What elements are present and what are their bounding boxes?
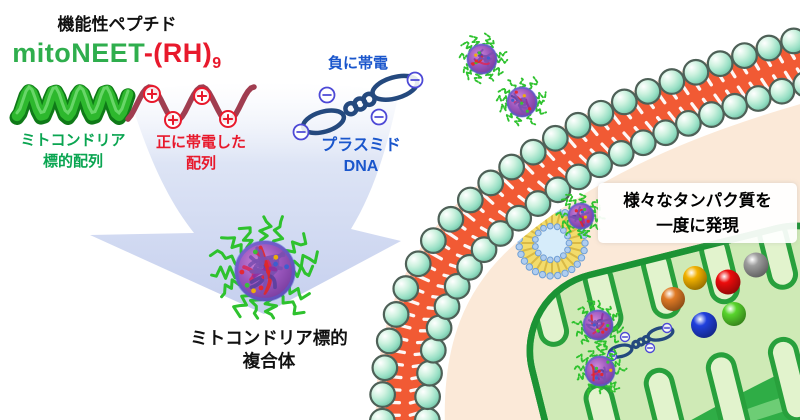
plus-charge-icon (193, 87, 211, 105)
mito-targeting-complex-icon (458, 32, 509, 85)
mito-targeting-complex-label: ミトコンドリア標的 複合体 (166, 327, 372, 373)
peptide-helix-icon (9, 84, 136, 126)
merge-arrow-icon (90, 83, 401, 314)
lipid-head-icon (382, 301, 410, 328)
lipid-head-icon (437, 205, 465, 233)
lipid-head-icon (629, 129, 657, 157)
lipid-head-icon (731, 42, 758, 70)
plasmid-dna-icon (607, 325, 675, 359)
lipid-head-icon (755, 34, 783, 62)
lipid-head-icon (416, 359, 443, 387)
minus-charge-icon (318, 86, 336, 104)
minus-charge-icon (644, 342, 656, 354)
functional-peptide-heading: 機能性ペプチド (57, 15, 177, 34)
peptide-name-subscript: 9 (212, 55, 222, 72)
lipid-head-icon (744, 85, 772, 112)
lipid-head-icon (369, 381, 397, 408)
lipid-head-icon (634, 77, 662, 105)
protein-sphere-icon (715, 269, 741, 295)
minus-charge-icon (406, 71, 424, 89)
mito-targeting-complex-icon (570, 299, 625, 353)
peptide-name-rh: -(RH) (143, 38, 213, 68)
lipid-head-icon (607, 139, 635, 167)
lipid-head-icon (768, 77, 796, 105)
plus-charge-icon (143, 85, 161, 103)
lipid-head-icon (674, 109, 702, 137)
peptide-name-mitoneet: mitoNEET (12, 38, 144, 68)
mito-targeting-complex-icon (495, 76, 548, 128)
lipid-head-icon (456, 253, 483, 281)
protein-sphere-icon (661, 287, 685, 311)
expr-line2: 一度に発現 (656, 217, 739, 235)
plus-charge-icon (164, 111, 182, 129)
complex-line1: ミトコンドリア標的 (190, 328, 348, 348)
lipid-head-icon (652, 119, 680, 147)
lipid-head-icon (419, 336, 447, 364)
positively-charged-sequence-label: 正に帯電した 配列 (133, 132, 269, 174)
negatively-charged-label: 負に帯電 (327, 55, 388, 72)
minus-charge-icon (619, 331, 631, 343)
protein-sphere-icon (683, 266, 707, 290)
lipid-head-icon (392, 275, 420, 302)
mito-targeting-complex-icon (208, 215, 319, 320)
lipid-head-icon (541, 124, 569, 152)
lipid-head-icon (610, 88, 638, 116)
lipid-head-icon (371, 354, 399, 382)
lipid-head-icon (586, 151, 613, 179)
protein-expression-callout: 様々なタンパク質を 一度に発現 (598, 183, 797, 243)
lipid-head-icon (706, 50, 734, 78)
lipid-head-icon (505, 204, 533, 232)
plasmid-line2: DNA (343, 158, 379, 175)
lipid-head-icon (498, 153, 526, 181)
lipid-head-icon (564, 111, 592, 139)
lipid-head-icon (519, 138, 547, 166)
lipid-head-icon (419, 227, 447, 255)
peptide-name-label: mitoNEET-(RH)9 (8, 38, 226, 72)
lipid-head-icon (470, 236, 498, 264)
lipid-head-icon (721, 92, 749, 120)
charged-line2: 配列 (185, 155, 216, 172)
lipid-head-icon (698, 101, 725, 128)
mito-targeting-complex-icon (573, 342, 628, 397)
charged-line1: 正に帯電した (155, 134, 246, 151)
lipid-head-icon (544, 176, 572, 204)
plasmid-line1: プラスミド (321, 137, 401, 154)
mts-line2: 標的配列 (42, 153, 103, 170)
lipid-head-icon (486, 220, 514, 247)
cell-membrane (364, 21, 800, 420)
lipid-head-icon (780, 27, 800, 55)
lipid-head-icon (565, 163, 592, 191)
lipid-head-icon (792, 72, 800, 97)
complex-line2: 複合体 (242, 351, 296, 371)
protein-sphere-icon (722, 302, 746, 326)
mito-targeting-complex-icon (554, 193, 608, 239)
protein-sphere-icon (691, 312, 717, 338)
plasmid-dna-label: プラスミド DNA (299, 135, 423, 177)
lipid-head-icon (375, 327, 403, 355)
lipid-head-icon (456, 186, 484, 214)
mts-line1: ミトコンドリア (20, 132, 126, 149)
protein-sphere-icon (743, 252, 769, 278)
minus-charge-icon (661, 322, 673, 334)
mitochondrion-icon (526, 219, 800, 420)
lipid-head-icon (443, 272, 471, 300)
lipid-head-icon (414, 383, 442, 411)
mito-targeting-sequence-label: ミトコンドリア 標的配列 (0, 130, 146, 172)
minus-charge-icon (370, 108, 388, 126)
lipid-head-icon (404, 250, 432, 278)
lipid-head-icon (587, 99, 615, 127)
expr-line1: 様々なタンパク質を (623, 192, 772, 210)
plus-charge-icon (219, 110, 237, 128)
lipid-head-icon (477, 169, 505, 197)
lipid-head-icon (682, 58, 710, 86)
lipid-head-icon (658, 68, 686, 95)
lipid-head-icon (524, 190, 552, 217)
lipid-head-icon (368, 407, 396, 420)
minus-charge-icon (292, 123, 310, 141)
